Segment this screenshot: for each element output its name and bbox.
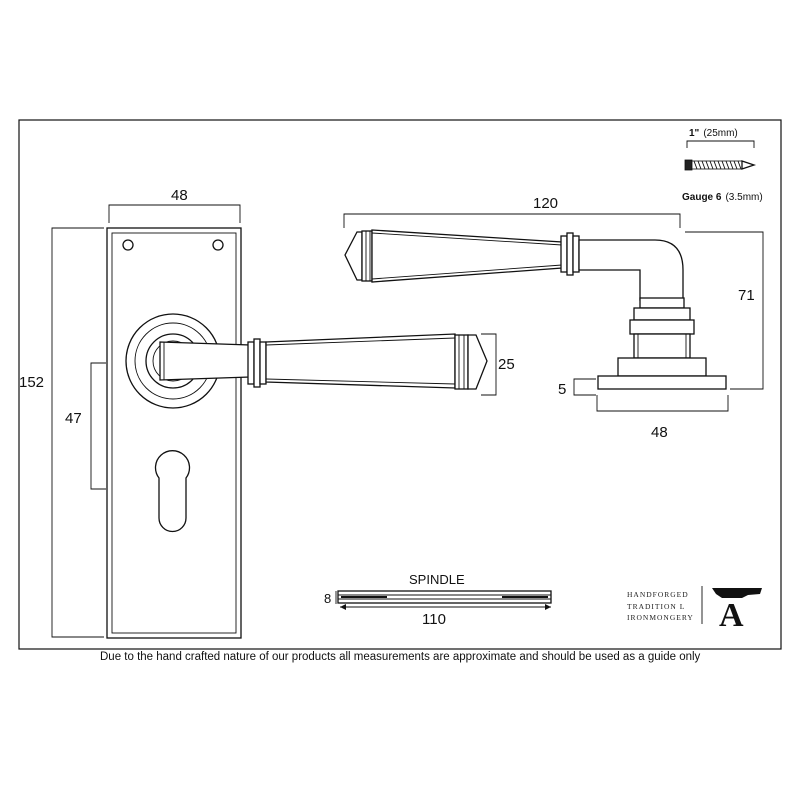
screw-length-label: 1" — [689, 128, 700, 139]
dim-lever-length-label: 120 — [533, 195, 558, 212]
dim-projection: 71 — [685, 231, 764, 390]
dim-plate-width: 48 — [108, 187, 241, 223]
dim-lever-length: 120 — [343, 195, 681, 228]
screw-hole-left — [122, 239, 134, 251]
footer-disclaimer: Due to the hand crafted nature of our pr… — [100, 651, 701, 663]
dim-lever-diameter: 25 — [481, 333, 515, 396]
dim-rose-thickness-label: 5 — [558, 381, 566, 398]
screw-hole-right — [212, 239, 224, 251]
backplate-side — [597, 375, 727, 390]
screw-gauge-label: Gauge 6 — [682, 192, 722, 203]
screw-gauge-metric: (3.5mm) — [725, 192, 762, 203]
svg-text:1"(25mm): 1"(25mm) — [689, 128, 738, 139]
drawing-border — [18, 119, 782, 650]
spindle-detail: SPINDLE 8 110 — [324, 572, 552, 628]
dim-spindle-size-label: 8 — [324, 591, 331, 606]
brand-line-3: IRONMONGERY — [627, 613, 694, 622]
dim-centres-label: 47 — [65, 410, 82, 427]
dim-plate-height: 152 — [19, 227, 104, 638]
euro-profile-keyhole — [154, 450, 191, 533]
dim-rose-width: 48 — [596, 395, 729, 441]
screw-detail: 1"(25mm) Gauge 6(3.5mm) — [682, 128, 763, 203]
screw-length-metric: (25mm) — [703, 128, 737, 139]
brand-block: HANDFORGED TRADITION L IRONMONGERY A — [627, 586, 762, 634]
dim-plate-height-label: 152 — [19, 374, 44, 391]
dim-spindle-length-label: 110 — [422, 611, 446, 628]
svg-text:Gauge 6(3.5mm): Gauge 6(3.5mm) — [682, 192, 763, 203]
brand-line-1: HANDFORGED — [627, 590, 689, 599]
dim-projection-label: 71 — [738, 287, 755, 304]
logo-letter: A — [719, 597, 744, 634]
dim-rose-thickness: 5 — [558, 378, 596, 398]
spindle-title: SPINDLE — [409, 572, 465, 587]
dim-lever-diameter-label: 25 — [498, 356, 515, 373]
brand-line-2: TRADITION L — [627, 602, 685, 611]
dim-plate-width-label: 48 — [171, 187, 188, 204]
anvil-logo-icon: A — [712, 588, 762, 634]
screw-icon — [684, 159, 757, 171]
rose-side — [617, 357, 707, 377]
lever-front-view — [125, 313, 488, 409]
lever-side-view — [344, 229, 727, 390]
backplate-front-view — [106, 227, 242, 639]
dim-rose-width-label: 48 — [651, 424, 668, 441]
dim-centres: 47 — [65, 362, 106, 490]
